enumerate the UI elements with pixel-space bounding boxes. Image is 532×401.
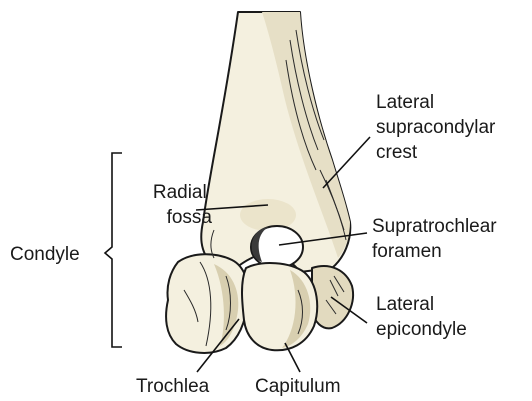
condyle-bracket: [105, 153, 122, 347]
label-capitulum: Capitulum: [255, 376, 341, 397]
label-radial-fossa: Radial fossa: [153, 182, 213, 228]
label-condyle: Condyle: [10, 244, 80, 265]
label-lateral-epicondyle: Lateral epicondyle: [376, 294, 467, 340]
label-trochlea: Trochlea: [136, 376, 210, 397]
label-supratrochlear-foramen: Supratrochlear foramen: [372, 216, 502, 262]
label-lateral-supracondylar-crest: Lateral supracondylar crest: [376, 92, 501, 163]
